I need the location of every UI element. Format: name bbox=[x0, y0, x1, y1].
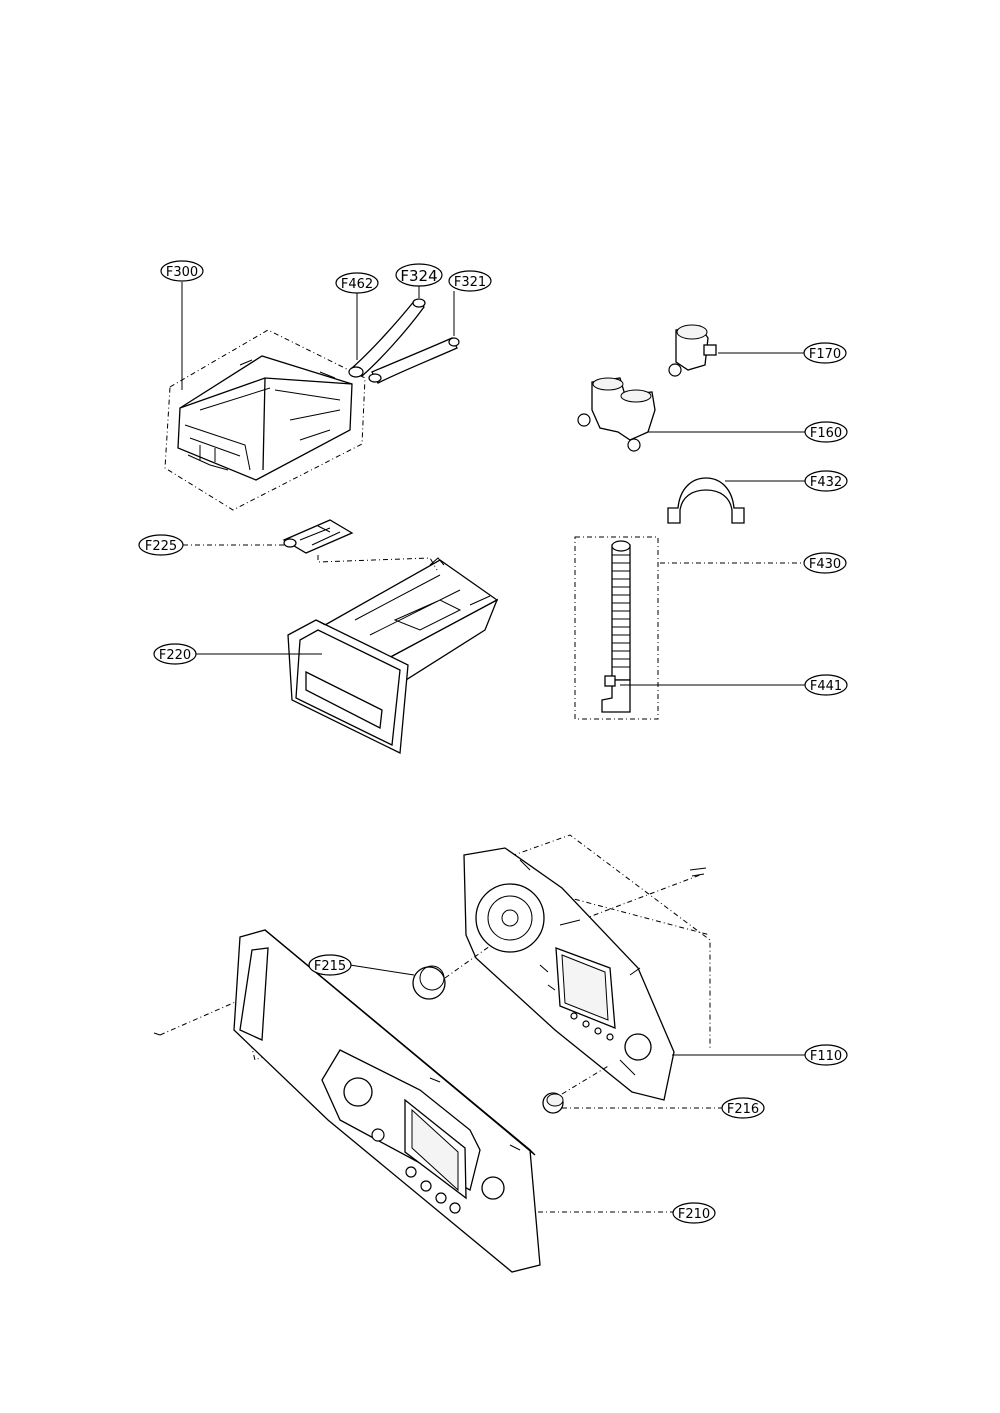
callout-f430: F430 bbox=[803, 552, 847, 574]
label-f462: F462 bbox=[341, 277, 373, 292]
label-f432: F432 bbox=[810, 475, 842, 490]
callout-f215: F215 bbox=[308, 954, 352, 976]
label-f170: F170 bbox=[809, 347, 841, 362]
selector-knob-part bbox=[412, 945, 491, 1000]
callout-f216: F216 bbox=[721, 1097, 765, 1119]
label-f225: F225 bbox=[145, 539, 177, 554]
drawer-cover-part bbox=[282, 519, 354, 554]
callout-f300: F300 bbox=[160, 260, 204, 282]
label-f110: F110 bbox=[810, 1049, 842, 1064]
inlet-hoses-part bbox=[348, 298, 460, 384]
callout-f170: F170 bbox=[803, 342, 847, 364]
label-f216: F216 bbox=[727, 1102, 759, 1117]
callout-f441: F441 bbox=[804, 674, 848, 696]
callout-f321: F321 bbox=[448, 270, 492, 292]
callout-f225: F225 bbox=[138, 534, 184, 556]
button-knob-part bbox=[542, 1064, 611, 1114]
dispenser-housing-part bbox=[164, 329, 366, 511]
label-f430: F430 bbox=[809, 557, 841, 572]
label-f321: F321 bbox=[454, 275, 486, 290]
control-board-assembly-part bbox=[463, 834, 711, 1101]
callout-f432: F432 bbox=[804, 470, 848, 492]
hose-guide-part bbox=[667, 477, 745, 524]
single-inlet-valve-part bbox=[668, 324, 717, 377]
label-f160: F160 bbox=[810, 426, 842, 441]
callout-f462: F462 bbox=[335, 272, 379, 294]
label-f300: F300 bbox=[166, 265, 198, 280]
detergent-drawer-part bbox=[287, 557, 499, 754]
callout-f210: F210 bbox=[672, 1202, 716, 1224]
label-f210: F210 bbox=[678, 1207, 710, 1222]
callout-f110: F110 bbox=[804, 1044, 848, 1066]
callout-f220: F220 bbox=[153, 643, 197, 665]
label-f441: F441 bbox=[810, 679, 842, 694]
label-f220: F220 bbox=[159, 648, 191, 663]
callout-f160: F160 bbox=[804, 421, 848, 443]
callout-f324: F324 bbox=[395, 263, 443, 287]
control-panel-part bbox=[153, 929, 541, 1273]
double-inlet-valve-part bbox=[577, 377, 656, 452]
label-f215: F215 bbox=[314, 959, 346, 974]
drain-hose-part bbox=[574, 536, 659, 720]
label-f324: F324 bbox=[400, 267, 437, 285]
leader-lines bbox=[181, 282, 806, 1213]
